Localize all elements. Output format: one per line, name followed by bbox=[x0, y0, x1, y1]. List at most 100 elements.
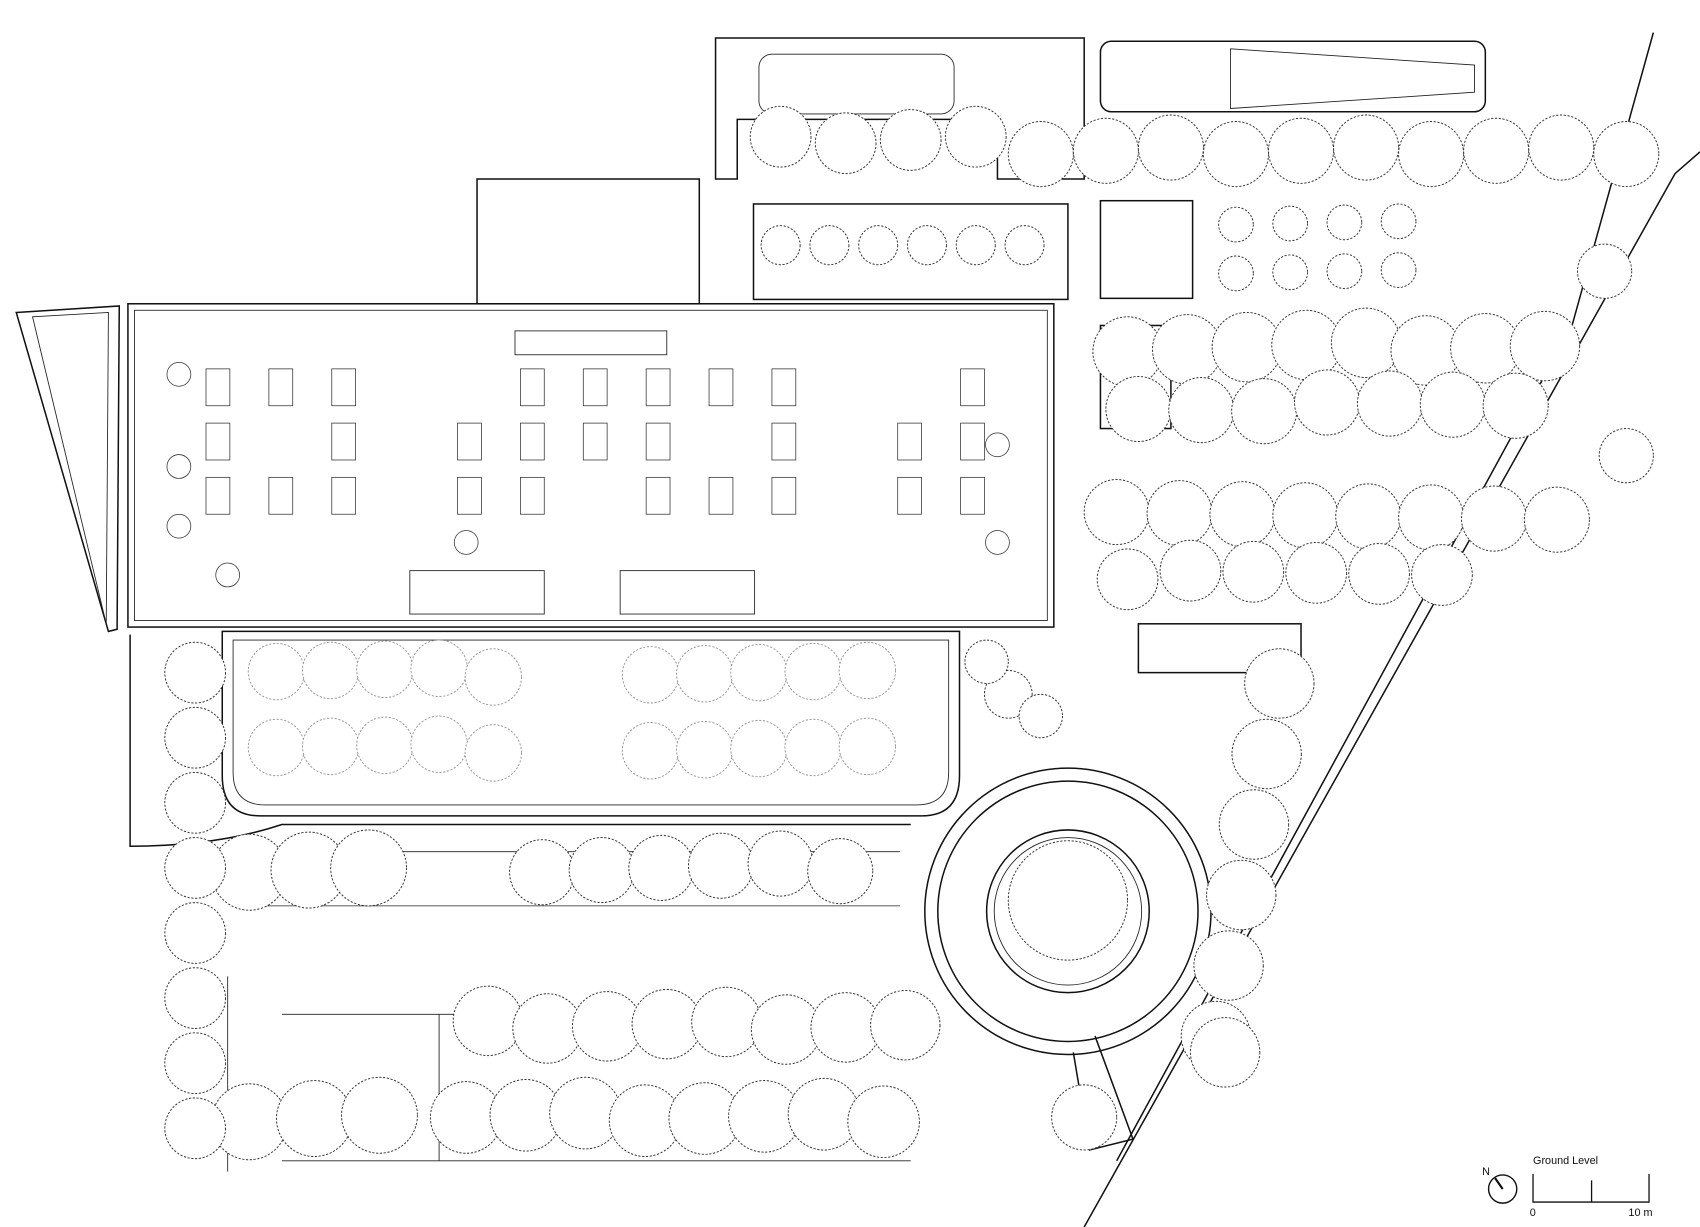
tree-icon bbox=[1189, 1017, 1261, 1088]
tree-icon bbox=[1482, 372, 1549, 439]
round-table bbox=[985, 530, 1010, 555]
tree-icon bbox=[1398, 484, 1465, 551]
tree-icon bbox=[410, 639, 468, 697]
tree-icon bbox=[1083, 479, 1150, 546]
round-table bbox=[166, 361, 192, 387]
tree-icon bbox=[964, 639, 1009, 684]
desk-group bbox=[331, 422, 356, 461]
desk-group bbox=[771, 476, 797, 515]
tree-icon bbox=[1348, 543, 1410, 605]
tree-icon bbox=[691, 986, 762, 1058]
desk-group bbox=[205, 422, 231, 461]
desk-group bbox=[268, 476, 294, 515]
tree-icon bbox=[1411, 544, 1473, 606]
main-building bbox=[127, 303, 1055, 628]
tree-icon bbox=[1598, 428, 1654, 484]
tree-icon bbox=[1419, 371, 1486, 438]
left-wall-strip bbox=[15, 305, 121, 633]
desk-group bbox=[897, 476, 922, 515]
desk-group bbox=[645, 368, 671, 407]
desk-group bbox=[960, 476, 985, 515]
tree-icon bbox=[1528, 114, 1595, 181]
desk-group bbox=[708, 368, 734, 407]
tree-icon bbox=[1051, 1084, 1118, 1151]
tree-icon bbox=[730, 643, 788, 702]
tree-icon bbox=[301, 641, 360, 700]
tree-icon bbox=[164, 902, 226, 964]
desk-group bbox=[457, 476, 482, 515]
tree-icon bbox=[1272, 482, 1339, 549]
tree-icon bbox=[1285, 541, 1348, 604]
legend: Ground Level N 0 10 m bbox=[1482, 1155, 1652, 1219]
tree-icon bbox=[628, 834, 695, 901]
tree-icon bbox=[747, 830, 814, 897]
tree-icon bbox=[1244, 648, 1315, 719]
tree-icon bbox=[1272, 205, 1309, 242]
tree-icon bbox=[784, 642, 842, 701]
pool bbox=[1137, 623, 1302, 674]
desk-group bbox=[331, 368, 356, 407]
tree-icon bbox=[452, 985, 524, 1057]
tree-icon bbox=[1218, 255, 1254, 292]
tree-icon bbox=[1159, 539, 1222, 602]
tree-icon bbox=[749, 105, 812, 168]
tree-icon bbox=[1193, 930, 1264, 1001]
tree-icon bbox=[571, 991, 643, 1062]
desk-group bbox=[268, 368, 294, 407]
tree-icon bbox=[1202, 121, 1269, 188]
round-table bbox=[453, 530, 479, 555]
scale-bar bbox=[1532, 1173, 1650, 1203]
tree-icon bbox=[1330, 307, 1402, 379]
annex bbox=[476, 178, 701, 305]
tree-icon bbox=[341, 1076, 418, 1154]
courtyard-garden bbox=[221, 630, 961, 817]
tree-icon bbox=[870, 990, 941, 1061]
tree-icon bbox=[1326, 204, 1363, 241]
tree-icon bbox=[879, 109, 942, 171]
tree-icon bbox=[847, 1085, 920, 1159]
tree-icon bbox=[1576, 243, 1633, 299]
desk-group bbox=[205, 368, 231, 407]
tree-icon bbox=[809, 225, 850, 266]
tree-icon bbox=[838, 717, 897, 776]
desk-group bbox=[205, 476, 231, 515]
round-table bbox=[215, 562, 240, 588]
tree-icon bbox=[687, 832, 754, 899]
tree-icon bbox=[1463, 117, 1530, 184]
tree-icon bbox=[164, 706, 226, 769]
tree-icon bbox=[1356, 370, 1423, 437]
tree-icon bbox=[955, 225, 996, 266]
tree-icon bbox=[410, 715, 468, 773]
tree-icon bbox=[810, 992, 881, 1063]
tree-icon bbox=[983, 669, 1033, 719]
scale-start: 0 bbox=[1530, 1207, 1536, 1219]
tree-icon bbox=[676, 720, 734, 779]
tree-icon bbox=[164, 771, 226, 834]
tree-icon bbox=[1092, 316, 1163, 387]
tree-icon bbox=[164, 967, 226, 1029]
tree-icon bbox=[1523, 486, 1590, 553]
tree-icon bbox=[1335, 483, 1402, 550]
desk-group bbox=[960, 422, 985, 461]
north-label: N bbox=[1482, 1166, 1490, 1178]
tree-icon bbox=[1509, 310, 1581, 382]
tree-icon bbox=[509, 839, 576, 906]
tree-icon bbox=[164, 1032, 226, 1095]
tree-icon bbox=[621, 722, 680, 780]
tree-icon bbox=[784, 718, 842, 777]
tree-icon bbox=[1151, 314, 1223, 385]
north-pool bbox=[1099, 40, 1487, 113]
tree-icon bbox=[1272, 254, 1309, 291]
tree-icon bbox=[1333, 114, 1400, 181]
desk-group bbox=[645, 422, 671, 461]
tree-icon bbox=[1146, 480, 1213, 547]
tree-icon bbox=[1096, 548, 1159, 611]
desk-group bbox=[771, 422, 797, 461]
tree-icon bbox=[1271, 309, 1342, 381]
tree-icon bbox=[906, 225, 947, 266]
tree-icon bbox=[1268, 117, 1335, 184]
tree-icon bbox=[1072, 117, 1139, 184]
tree-icon bbox=[1105, 375, 1172, 443]
desk-group bbox=[520, 422, 545, 461]
